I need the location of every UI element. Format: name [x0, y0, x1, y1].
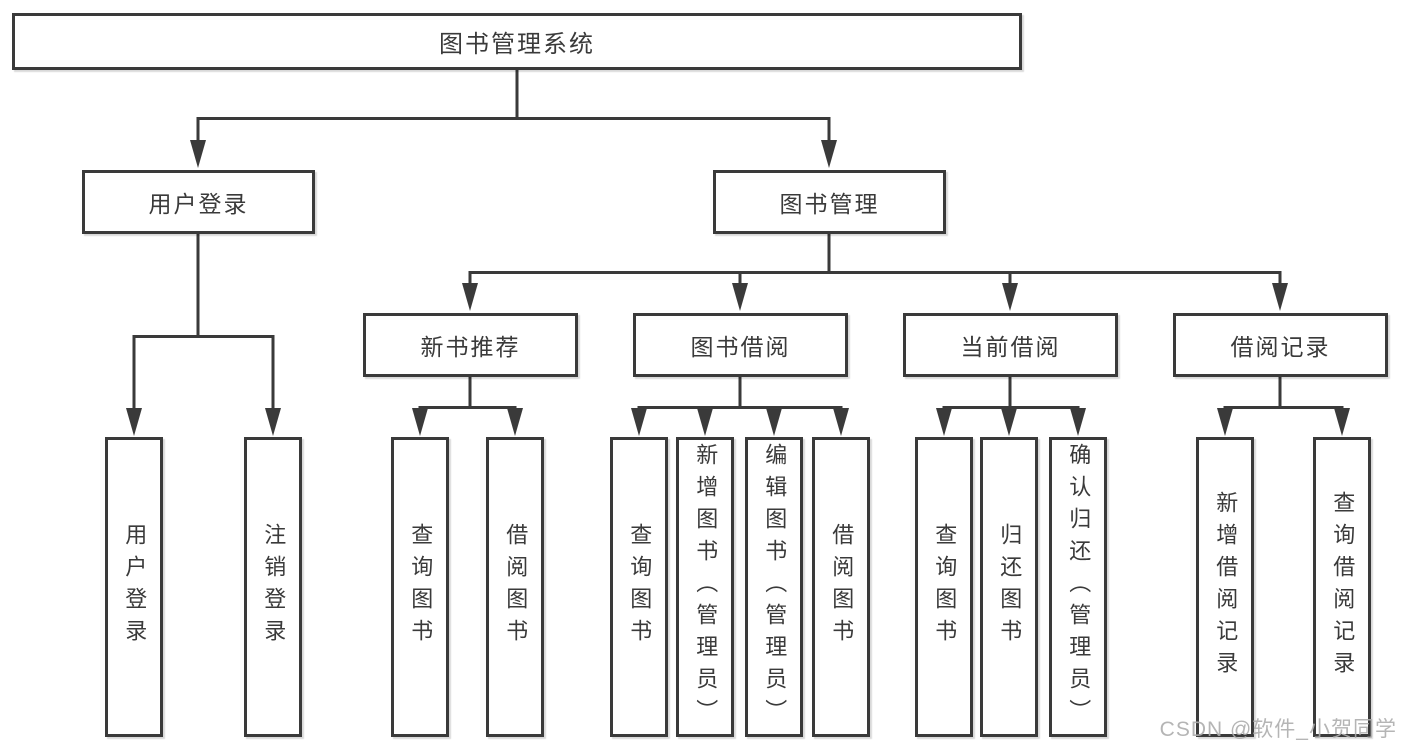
arrowhead-book-borrow	[732, 283, 748, 311]
node-label: 借阅记录	[1230, 334, 1331, 360]
connector-root-to-level2	[190, 70, 837, 168]
arrowhead-add-borrow-record	[1217, 408, 1233, 436]
node-borrow-records: 借阅记录	[1173, 313, 1388, 377]
node-label: 查询图书	[627, 523, 653, 651]
node-label: 借阅图书	[829, 523, 855, 651]
arrowhead-return-books	[1001, 408, 1017, 436]
arrowhead-borrow-books-1	[507, 408, 523, 436]
connector-new-book-recommend-to-leaves	[412, 377, 523, 436]
arrowhead-logout-leaf	[265, 408, 281, 436]
node-label: 借阅图书	[503, 523, 529, 651]
node-label: 新增图书（管理员）	[693, 443, 719, 731]
node-label: 图书借阅	[690, 334, 791, 360]
connector-book-borrow-to-leaves	[631, 377, 849, 436]
node-new-book-recommend: 新书推荐	[363, 313, 578, 377]
arrowhead-borrow-records	[1272, 283, 1288, 311]
node-add-borrow-record: 新增借阅记录	[1196, 437, 1254, 737]
node-label: 新增借阅记录	[1213, 491, 1239, 683]
csdn-watermark: CSDN @软件_小贺同学	[1159, 718, 1397, 741]
arrowhead-edit-book-admin	[766, 408, 782, 436]
node-user-login-leaf: 用户登录	[105, 437, 163, 737]
node-current-borrow: 当前借阅	[903, 313, 1118, 377]
node-label: 查询图书	[932, 523, 958, 651]
node-logout-leaf: 注销登录	[244, 437, 302, 737]
node-label: 图书管理	[779, 191, 880, 217]
connector-user-login-to-leaves	[126, 234, 281, 436]
node-query-borrow-record: 查询借阅记录	[1313, 437, 1371, 737]
node-label: 图书管理系统	[439, 31, 595, 58]
node-book-management-branch: 图书管理	[713, 170, 946, 234]
arrowhead-add-book-admin	[697, 408, 713, 436]
arrowhead-borrow-books-2	[833, 408, 849, 436]
node-label: 查询图书	[408, 523, 434, 651]
arrowhead-book-management	[821, 140, 837, 168]
node-label: 当前借阅	[960, 334, 1061, 360]
arrowhead-confirm-return-admin	[1070, 408, 1086, 436]
node-borrow-books-leaf: 借阅图书	[812, 437, 870, 737]
node-confirm-return-admin: 确认归还（管理员）	[1049, 437, 1107, 737]
connector-borrow-records-to-leaves	[1217, 377, 1350, 436]
node-query-books-current: 查询图书	[915, 437, 973, 737]
node-label: 用户登录	[148, 191, 249, 217]
node-query-books-recommend: 查询图书	[391, 437, 449, 737]
node-edit-book-admin: 编辑图书（管理员）	[745, 437, 803, 737]
connector-current-borrow-to-leaves	[936, 377, 1086, 436]
node-label: 确认归还（管理员）	[1066, 443, 1092, 731]
node-label: 注销登录	[261, 523, 287, 651]
node-borrow-books-recommend: 借阅图书	[486, 437, 544, 737]
node-book-borrow: 图书借阅	[633, 313, 848, 377]
arrowhead-query-books-3	[936, 408, 952, 436]
arrowhead-user-login-leaf	[126, 408, 142, 436]
arrowhead-user-login	[190, 140, 206, 168]
node-label: 查询借阅记录	[1330, 491, 1356, 683]
node-user-login-branch: 用户登录	[82, 170, 315, 234]
arrowhead-current-borrow	[1002, 283, 1018, 311]
arrowhead-query-borrow-record	[1334, 408, 1350, 436]
node-return-books: 归还图书	[980, 437, 1038, 737]
arrowhead-new-book-recommend	[462, 283, 478, 311]
node-add-book-admin: 新增图书（管理员）	[676, 437, 734, 737]
node-label: 编辑图书（管理员）	[762, 443, 788, 731]
arrowhead-query-books-2	[631, 408, 647, 436]
node-library-system: 图书管理系统	[12, 13, 1022, 70]
node-label: 归还图书	[997, 523, 1023, 651]
connector-book-management-to-level3	[462, 234, 1288, 311]
node-query-books-borrow: 查询图书	[610, 437, 668, 737]
arrowhead-query-books-1	[412, 408, 428, 436]
node-label: 新书推荐	[420, 334, 521, 360]
node-label: 用户登录	[122, 523, 148, 651]
